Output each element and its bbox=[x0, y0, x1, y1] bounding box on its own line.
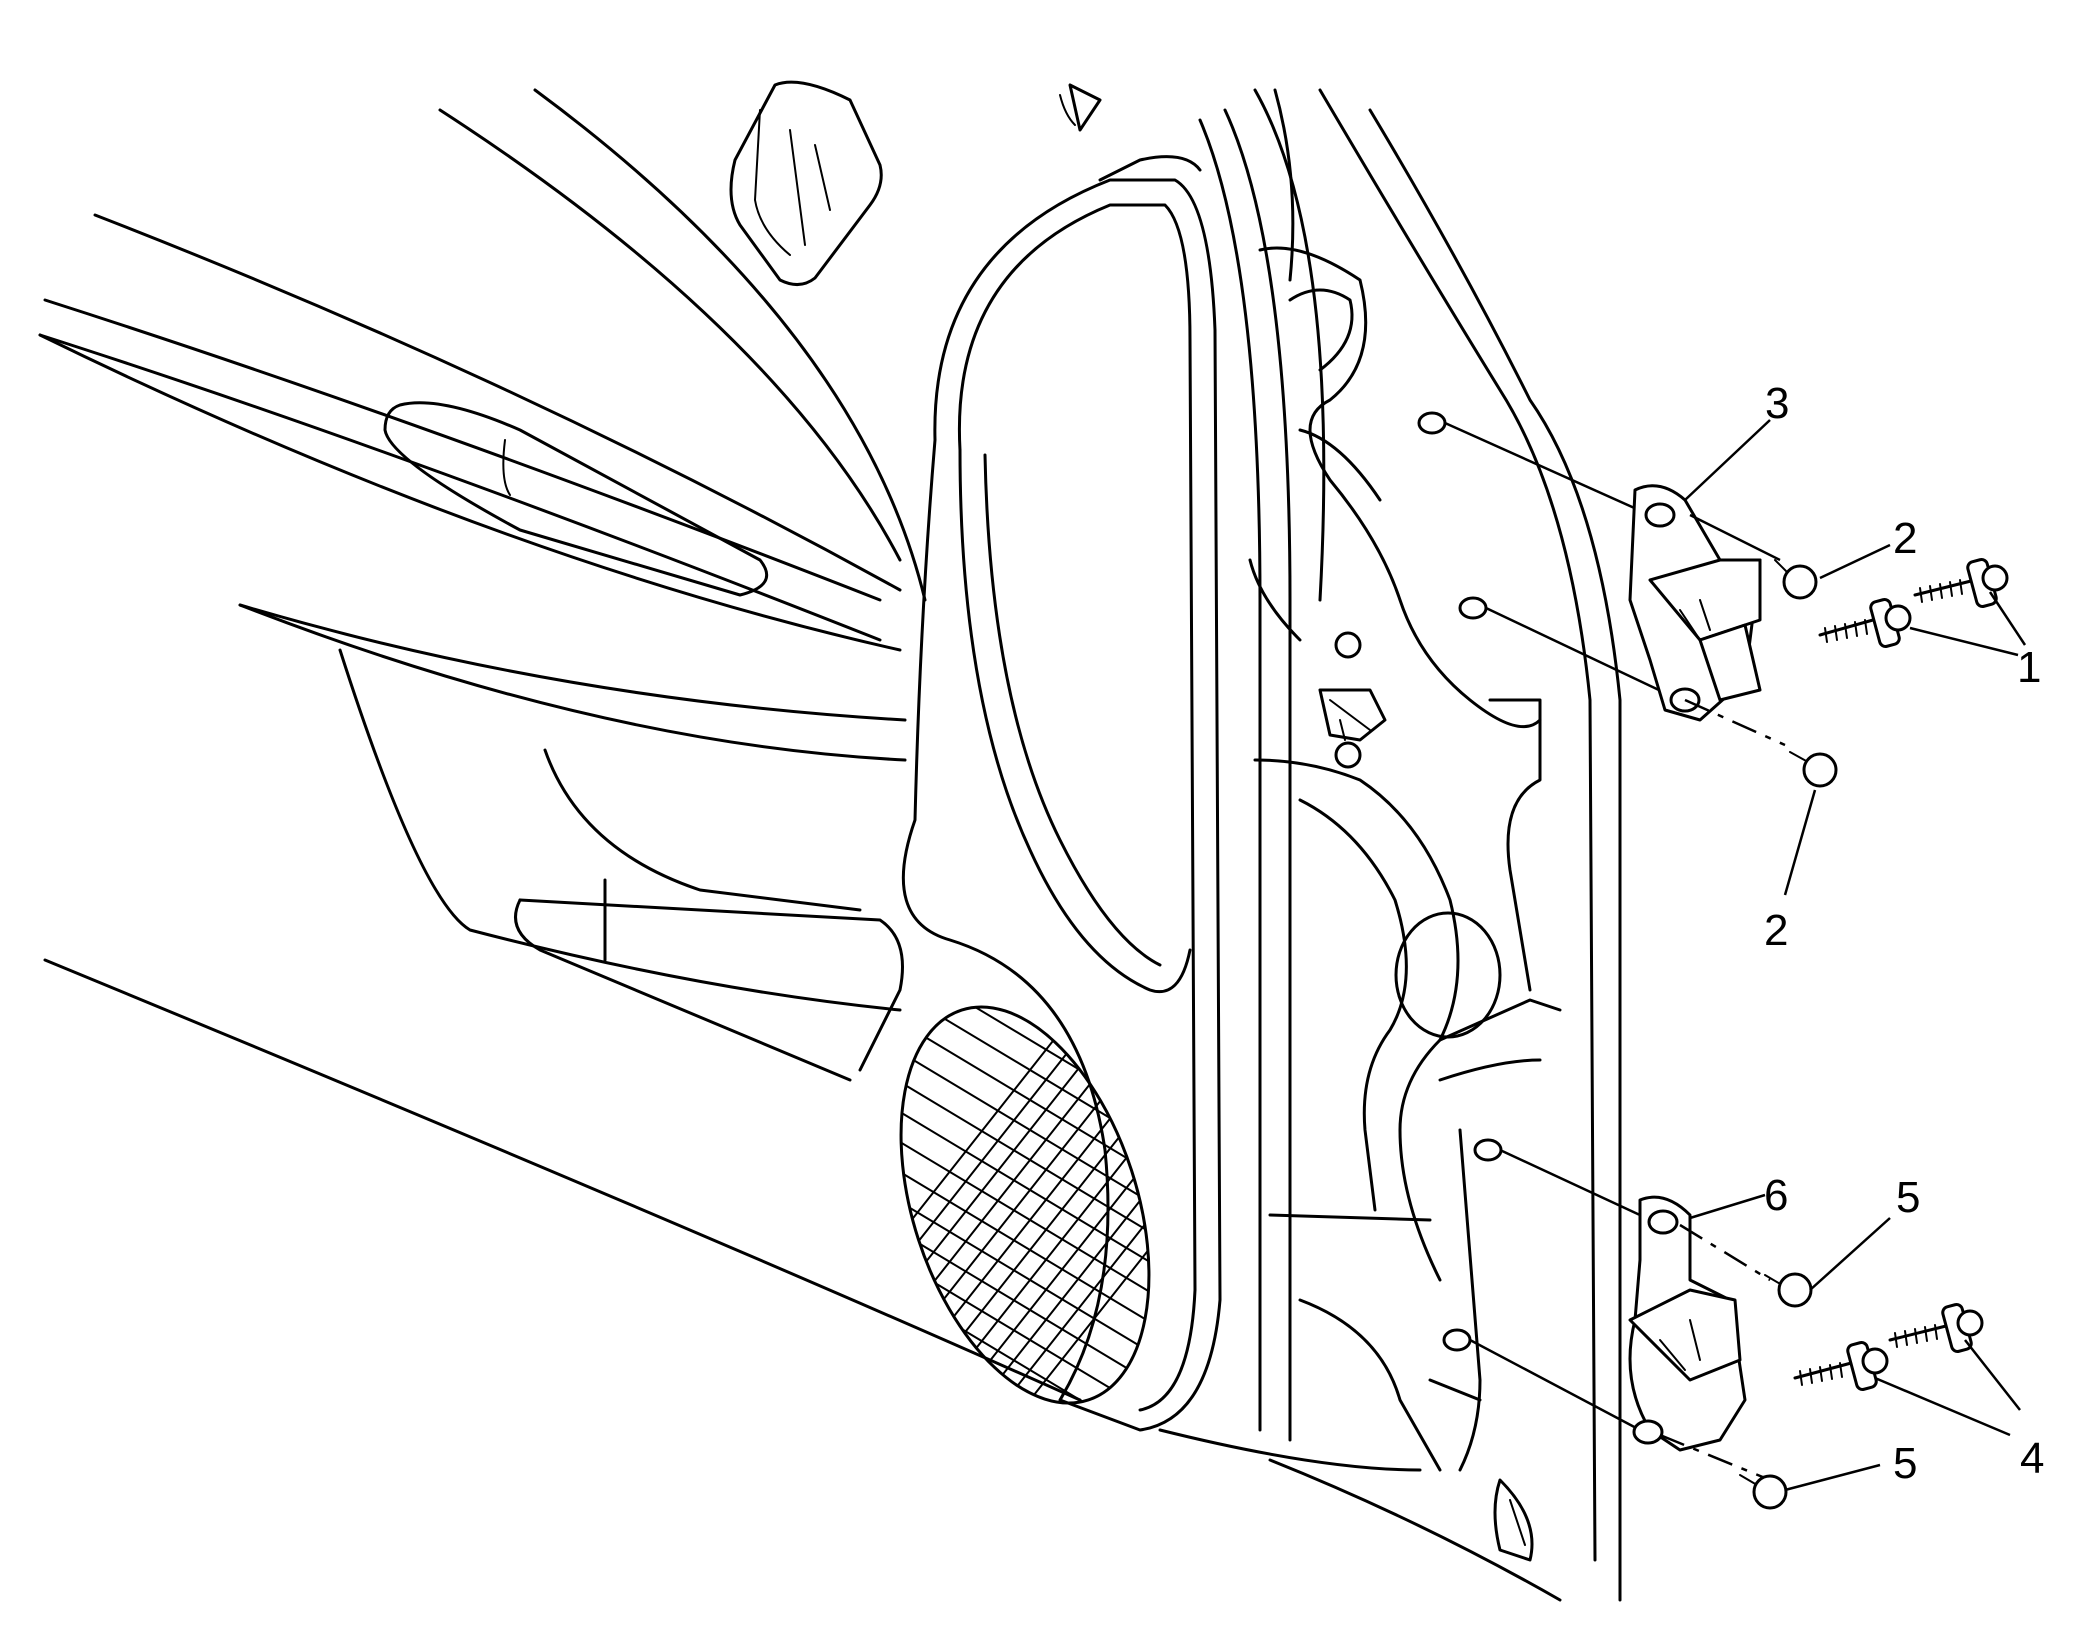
upper-hinge bbox=[1444, 421, 1786, 747]
callout-leaders bbox=[1684, 419, 2027, 1492]
callout-5-bottom: 5 bbox=[1893, 1439, 1917, 1488]
upper-hinge-bolt-a bbox=[1913, 558, 2009, 608]
callout-4: 4 bbox=[2020, 1434, 2044, 1483]
door-mount-holes bbox=[1417, 411, 1503, 1352]
door-lock-knob bbox=[729, 80, 883, 286]
upper-hinge-nut-bottom bbox=[1789, 751, 1838, 788]
upper-hinge-nut-top bbox=[1774, 559, 1818, 600]
callout-5-top: 5 bbox=[1896, 1173, 1920, 1222]
callout-2-top: 2 bbox=[1893, 514, 1917, 563]
lower-hinge-nut-top bbox=[1764, 1272, 1813, 1308]
door-panel-bezel bbox=[901, 155, 1222, 1432]
callout-2-bottom: 2 bbox=[1764, 906, 1788, 955]
callout-3: 3 bbox=[1765, 379, 1789, 428]
upper-hinge-bolt-b bbox=[1818, 598, 1912, 648]
door-trim-panel bbox=[38, 88, 1082, 1402]
callout-1: 1 bbox=[2017, 643, 2041, 692]
lower-hinge-bolt-a bbox=[1888, 1303, 1984, 1353]
speaker-grille bbox=[879, 975, 1181, 1435]
lower-hinge-nut-bottom bbox=[1739, 1474, 1788, 1510]
callout-6: 6 bbox=[1764, 1171, 1788, 1220]
lower-hinge bbox=[1469, 1148, 1771, 1482]
door-inner-panel bbox=[1059, 83, 1622, 1602]
lower-hinge-bolt-b bbox=[1793, 1341, 1889, 1391]
